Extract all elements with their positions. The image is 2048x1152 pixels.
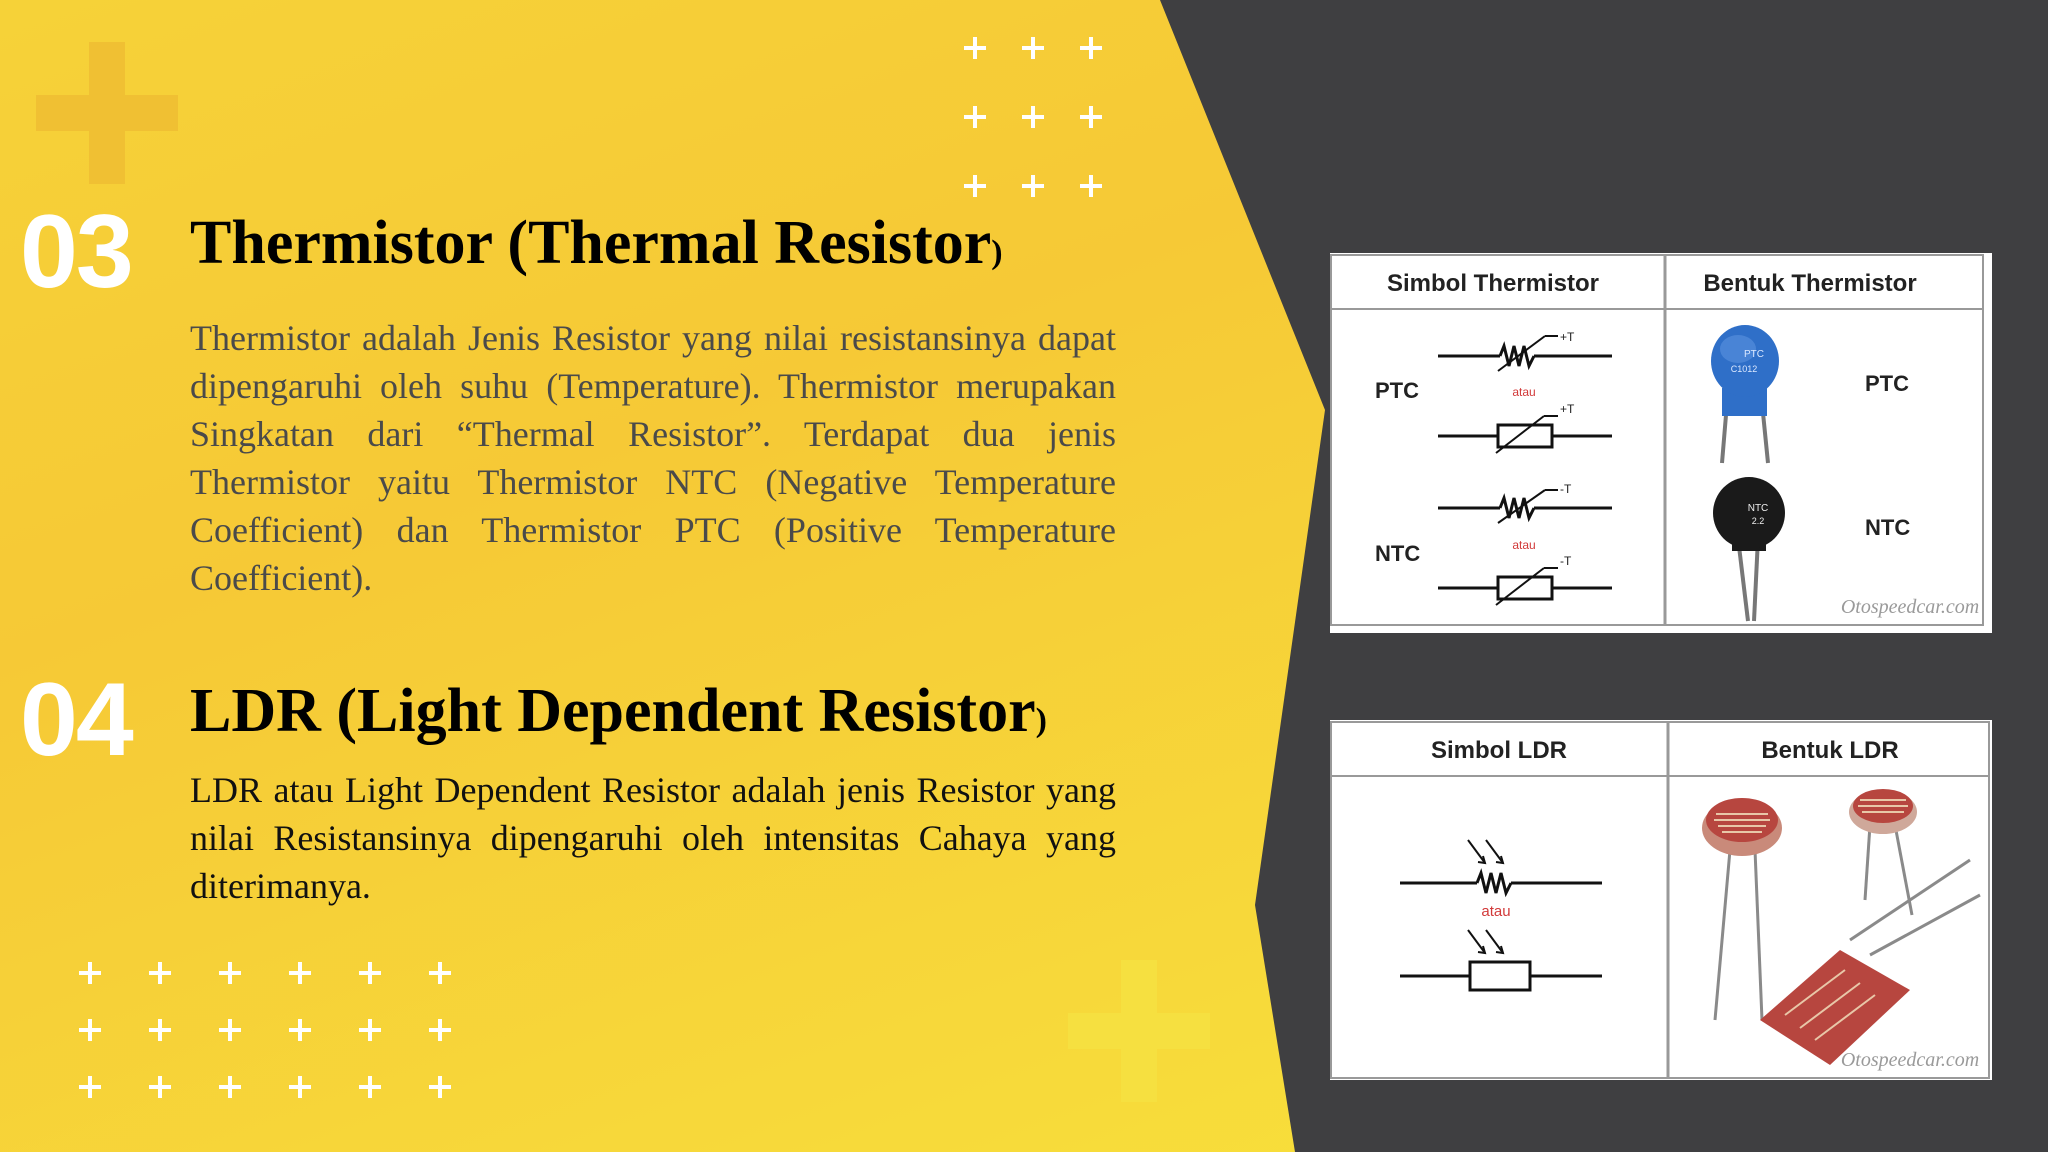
plus-icon bbox=[964, 37, 986, 59]
plus-icon bbox=[429, 1019, 451, 1041]
plus-icon bbox=[1068, 960, 1210, 1102]
section-title: LDR (Light Dependent Resistor) bbox=[190, 680, 1047, 742]
plus-icon bbox=[79, 962, 101, 984]
atau-label: atau bbox=[1512, 385, 1535, 399]
plus-icon bbox=[289, 1019, 311, 1041]
section-title-close: ) bbox=[1035, 702, 1047, 739]
plus-icon bbox=[964, 106, 986, 128]
plus-icon bbox=[359, 1076, 381, 1098]
ptc-part-image bbox=[1711, 325, 1779, 464]
plus-icon bbox=[964, 175, 986, 197]
plus-icon bbox=[289, 1076, 311, 1098]
plus-icon bbox=[1080, 175, 1102, 197]
ntc-zigzag-symbol bbox=[1438, 489, 1612, 524]
ntc-part-image bbox=[1713, 477, 1785, 622]
section-number: 03 bbox=[20, 194, 134, 310]
ldr-header-left: Simbol LDR bbox=[1431, 737, 1567, 764]
plus-icon bbox=[1080, 37, 1102, 59]
plus-icon bbox=[359, 1019, 381, 1041]
ptc-part-code: C1012 bbox=[1731, 364, 1758, 374]
section-title-close: ) bbox=[991, 234, 1003, 271]
plus-icon bbox=[149, 1019, 171, 1041]
minus-t-label: -T bbox=[1560, 482, 1572, 496]
atau-label: atau bbox=[1512, 538, 1535, 552]
ntc-part-code: 2.2 bbox=[1752, 516, 1765, 526]
section-title-text: Thermistor (Thermal Resistor bbox=[190, 209, 992, 277]
plus-icon bbox=[1080, 106, 1102, 128]
ntc-label: NTC bbox=[1375, 541, 1420, 566]
section-title-text: LDR (Light Dependent Resistor bbox=[190, 677, 1036, 745]
plus-icon bbox=[219, 1019, 241, 1041]
plus-icon bbox=[1022, 175, 1044, 197]
plus-icon bbox=[36, 42, 178, 184]
plus-icon bbox=[149, 1076, 171, 1098]
ptc-part-text: PTC bbox=[1744, 349, 1764, 360]
ntc-right-label: NTC bbox=[1865, 515, 1910, 540]
plus-icon bbox=[1022, 37, 1044, 59]
ldr-part-image bbox=[1760, 858, 1981, 1065]
thermistor-header-left: Simbol Thermistor bbox=[1387, 270, 1599, 297]
plus-icon bbox=[219, 962, 241, 984]
minus-t-label: -T bbox=[1560, 554, 1572, 568]
ptc-zigzag-symbol bbox=[1438, 335, 1612, 372]
plus-icon bbox=[149, 962, 171, 984]
section-number: 04 bbox=[20, 662, 134, 778]
ldr-part-image bbox=[1702, 798, 1782, 1021]
plus-icon bbox=[359, 962, 381, 984]
ntc-part-text: NTC bbox=[1748, 503, 1769, 514]
thermistor-card: Simbol Thermistor Bentuk Thermistor PTC … bbox=[1330, 253, 1992, 633]
ptc-right-label: PTC bbox=[1865, 371, 1909, 396]
watermark: Otospeedcar.com bbox=[1841, 1049, 1979, 1071]
ldr-header-right: Bentuk LDR bbox=[1761, 737, 1898, 764]
plus-icon bbox=[79, 1019, 101, 1041]
plus-icon bbox=[1022, 106, 1044, 128]
ldr-box-symbol bbox=[1400, 929, 1602, 992]
section-body: LDR atau Light Dependent Resistor adalah… bbox=[190, 770, 1116, 906]
plus-icon bbox=[429, 1076, 451, 1098]
ldr-card: Simbol LDR Bentuk LDR atau bbox=[1330, 720, 1992, 1080]
plus-t-label: +T bbox=[1560, 330, 1575, 344]
ldr-part-image bbox=[1849, 789, 1917, 916]
ptc-label: PTC bbox=[1375, 378, 1419, 403]
ptc-box-symbol bbox=[1438, 415, 1612, 454]
plus-icon bbox=[219, 1076, 241, 1098]
plus-icon bbox=[289, 962, 311, 984]
plus-t-label: +T bbox=[1560, 402, 1575, 416]
atau-label: atau bbox=[1481, 903, 1510, 920]
ldr-zigzag-symbol bbox=[1400, 839, 1602, 898]
plus-icon bbox=[79, 1076, 101, 1098]
section-body: Thermistor adalah Jenis Resistor yang ni… bbox=[190, 318, 1116, 598]
section-title: Thermistor (Thermal Resistor) bbox=[190, 212, 1003, 274]
thermistor-header-right: Bentuk Thermistor bbox=[1703, 270, 1916, 297]
plus-icon bbox=[429, 962, 451, 984]
ntc-box-symbol bbox=[1438, 567, 1612, 606]
watermark: Otospeedcar.com bbox=[1841, 596, 1979, 618]
